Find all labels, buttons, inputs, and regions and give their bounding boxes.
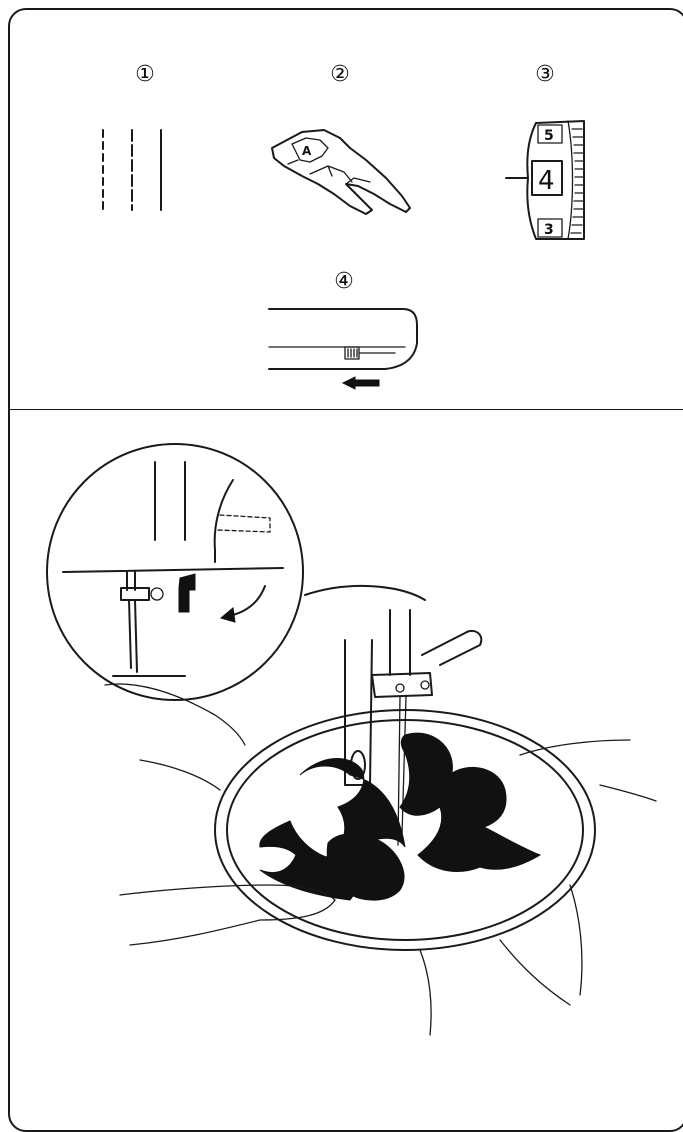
step-1-number: ① [130, 63, 160, 87]
presser-foot-icon: A [262, 120, 422, 220]
section-divider [8, 409, 683, 410]
needle-closeup-icon [45, 440, 305, 705]
stitch-dial-icon: 5 4 3 [500, 115, 600, 245]
dial-selected-value: 4 [538, 166, 555, 196]
step-3-number: ③ [530, 63, 560, 87]
curved-arrow-icon [215, 580, 275, 625]
step-2-number: ② [325, 63, 355, 87]
arrow-left-icon [343, 376, 383, 390]
step-4-number: ④ [329, 270, 359, 294]
dial-lower-value: 3 [544, 222, 554, 238]
straight-stitch-icon [95, 125, 175, 215]
dial-upper-value: 5 [544, 128, 554, 144]
foot-letter: A [302, 144, 312, 158]
